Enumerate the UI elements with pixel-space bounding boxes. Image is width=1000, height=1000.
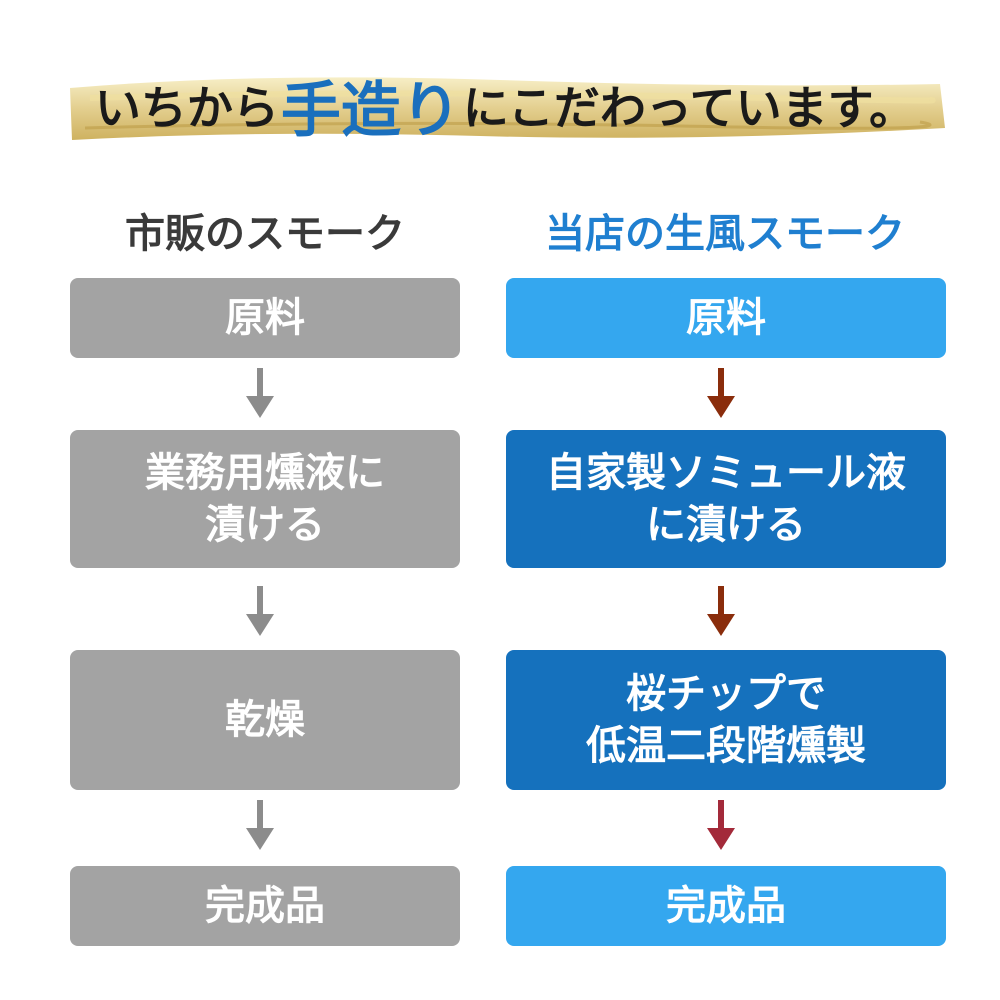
gold-brush-stroke [70,77,945,140]
banner-highlight: 手造り [280,75,461,146]
left-down-arrow-3 [246,800,274,850]
right-step-1-label: 原料 [686,295,766,341]
right-step-1: 原料 [506,278,946,358]
right-step-4-label: 完成品 [666,883,786,929]
right-column-title: 当店の生風スモーク [545,211,905,257]
right-down-arrow-2 [707,586,735,636]
left-down-arrow-2 [246,586,274,636]
left-step-3: 乾燥 [70,650,460,790]
left-down-arrow-1 [246,368,274,418]
right-step-3-label: 桜チップで 低温二段階燻製 [586,671,866,769]
right-step-2-label: 自家製ソミュール液 に漬ける [546,450,906,548]
left-step-2: 業務用燻液に 漬ける [70,430,460,568]
left-column-title: 市販のスモーク [125,211,405,257]
banner-prefix: いちから [94,81,279,135]
left-step-4: 完成品 [70,866,460,946]
left-step-1: 原料 [70,278,460,358]
right-step-4: 完成品 [506,866,946,946]
right-down-arrow-1 [707,368,735,418]
left-step-2-label: 業務用燻液に 漬ける [145,450,385,548]
header-banner: いちから 手造り にこだわっています。 [60,50,950,160]
right-step-2: 自家製ソミュール液 に漬ける [506,430,946,568]
right-step-3: 桜チップで 低温二段階燻製 [506,650,946,790]
banner-heading: いちから 手造り にこだわっています。 [60,50,950,160]
left-step-3-label: 乾燥 [225,697,305,743]
right-down-arrow-3 [707,800,735,850]
left-step-1-label: 原料 [225,295,305,341]
left-step-4-label: 完成品 [205,883,325,929]
banner-suffix: にこだわっています。 [462,81,916,135]
